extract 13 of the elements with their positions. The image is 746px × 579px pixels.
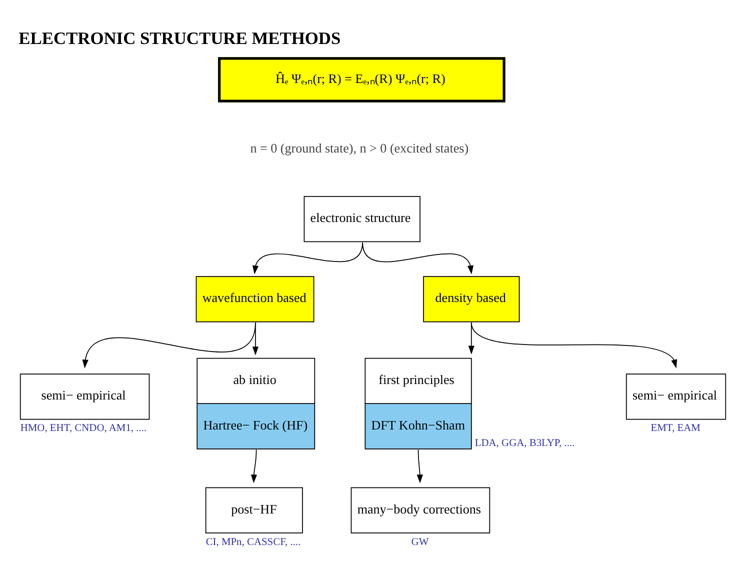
node-label: CI, MPn, CASSCF, ....: [206, 536, 301, 548]
arrow: [82, 322, 256, 368]
arrow: [416, 448, 423, 483]
arrow: [252, 322, 258, 355]
arrow: [250, 448, 258, 483]
node-label: GW: [411, 536, 429, 548]
diagram-title: ELECTRONIC STRUCTURE METHODS: [18, 28, 341, 48]
arrow: [470, 322, 678, 368]
node-label: EMT, EAM: [650, 422, 700, 434]
label: n = 0 (ground state), n > 0 (excited states): [250, 140, 469, 155]
node-label: HMO, EHT, CNDO, AM1, ....: [20, 422, 147, 434]
node-label: LDA, GGA, B3LYP, ....: [474, 437, 575, 448]
arrow: [362, 242, 474, 274]
